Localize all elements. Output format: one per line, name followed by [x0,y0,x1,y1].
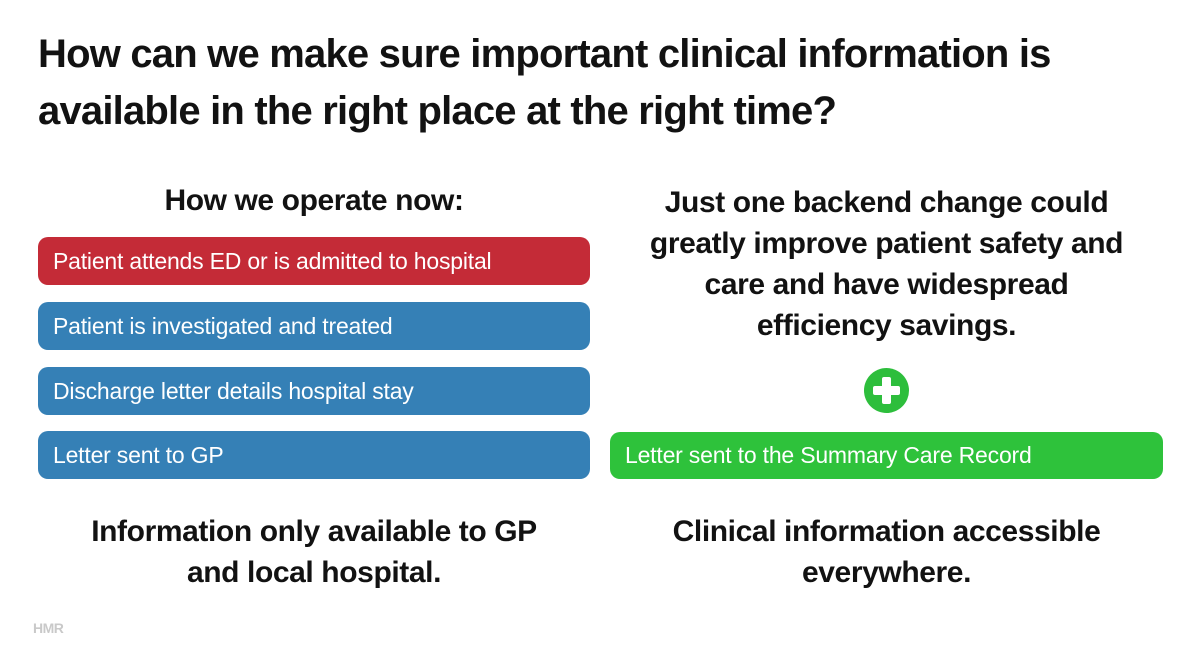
step-patient-investigated: Patient is investigated and treated [38,302,590,350]
step-letter-sent-gp: Letter sent to GP [38,431,590,479]
proposed-change-caption: Clinical information accessible everywhe… [672,515,1101,589]
step-discharge-letter: Discharge letter details hospital stay [38,367,590,415]
proposed-change-header: Just one backend change could greatly im… [649,186,1124,342]
plus-icon [863,368,909,413]
hmr-logo: HMR [33,620,64,636]
step-letter-sent-scr: Letter sent to the Summary Care Record [610,432,1163,479]
current-process-caption: Information only available to GP and loc… [91,515,537,589]
current-process-header: How we operate now: [164,184,464,217]
step-patient-attends-ed: Patient attends ED or is admitted to hos… [38,237,590,285]
slide-title: How can we make sure important clinical … [38,32,1051,133]
